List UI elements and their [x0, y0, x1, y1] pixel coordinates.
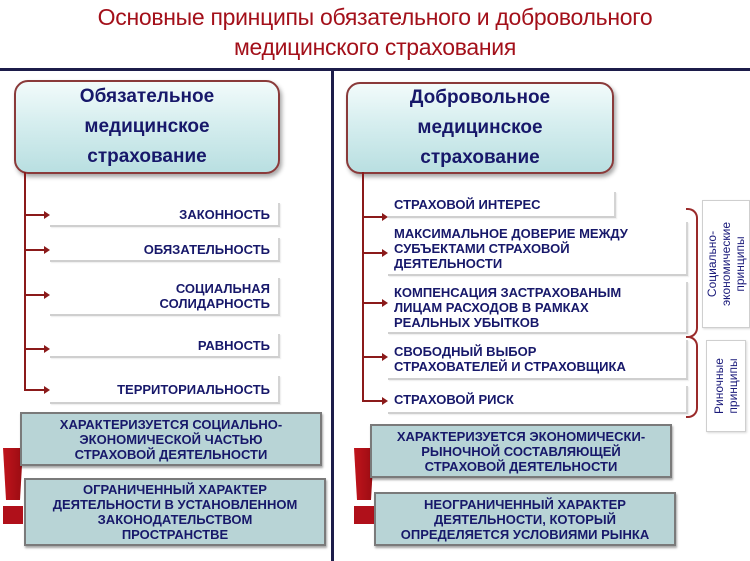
dms-header-label: Добровольное медицинское страхование [409, 87, 551, 168]
oms-principle-label: ОБЯЗАТЕЛЬНОСТЬ [143, 241, 270, 257]
oms-arrow-1 [24, 211, 50, 219]
dms-principle-item: СТРАХОВОЙ РИСК [388, 386, 688, 414]
market-group-label: Риночные принципы [706, 340, 746, 432]
oms-connector-trunk [24, 172, 26, 390]
dms-connector-trunk [362, 172, 364, 402]
market-brace [686, 336, 698, 418]
oms-principle-label: РАВНОСТЬ [197, 337, 270, 353]
oms-arrow-2 [24, 246, 50, 254]
dms-arrow-3 [362, 299, 388, 307]
oms-note-text: ОГРАНИЧЕННЫЙ ХАРАКТЕР ДЕЯТЕЛЬНОСТИ В УСТ… [52, 482, 298, 542]
vertical-divider [331, 68, 334, 561]
dms-note-2: НЕОГРАНИЧЕННЫЙ ХАРАКТЕР ДЕЯТЕЛЬНОСТИ, КО… [374, 492, 676, 546]
dms-header-box: Добровольное медицинское страхование [346, 82, 614, 174]
dms-principle-label: СТРАХОВОЙ ИНТЕРЕС [394, 196, 541, 212]
dms-arrow-5 [362, 397, 388, 405]
dms-note-text: НЕОГРАНИЧЕННЫЙ ХАРАКТЕР ДЕЯТЕЛЬНОСТИ, КО… [400, 496, 650, 542]
oms-principle-label: СОЦИАЛЬНАЯ СОЛИДАРНОСТЬ [159, 281, 271, 311]
dms-principle-item: КОМПЕНСАЦИЯ ЗАСТРАХОВАНЫМ ЛИЦАМ РАСХОДОВ… [388, 282, 688, 334]
dms-principle-item: СТРАХОВОЙ ИНТЕРЕС [388, 192, 616, 218]
dms-principle-label: МАКСИМАЛЬНОЕ ДОВЕРИЕ МЕЖДУ СУБЪЕКТАМИ СТ… [394, 225, 628, 271]
oms-principle-item: СОЦИАЛЬНАЯ СОЛИДАРНОСТЬ [50, 278, 280, 316]
oms-principle-item: ТЕРРИТОРИАЛЬНОСТЬ [50, 376, 280, 404]
oms-note-text: ХАРАКТЕРИЗУЕТСЯ СОЦИАЛЬНО- ЭКОНОМИЧЕСКОЙ… [59, 416, 283, 462]
oms-arrow-5 [24, 386, 50, 394]
dms-principle-label: КОМПЕНСАЦИЯ ЗАСТРАХОВАНЫМ ЛИЦАМ РАСХОДОВ… [394, 284, 622, 330]
oms-principle-label: ЗАКОННОСТЬ [179, 206, 270, 222]
dms-arrow-1 [362, 213, 388, 221]
oms-note-2: ОГРАНИЧЕННЫЙ ХАРАКТЕР ДЕЯТЕЛЬНОСТИ В УСТ… [24, 478, 326, 546]
dms-note-1: ХАРАКТЕРИЗУЕТСЯ ЭКОНОМИЧЕСКИ- РЫНОЧНОЙ С… [370, 424, 672, 478]
dms-arrow-4 [362, 353, 388, 361]
dms-principle-item: МАКСИМАЛЬНОЕ ДОВЕРИЕ МЕЖДУ СУБЪЕКТАМИ СТ… [388, 222, 688, 276]
oms-arrow-4 [24, 345, 50, 353]
dms-principle-label: СТРАХОВОЙ РИСК [394, 391, 514, 407]
title-line-2: медицинского страхования [234, 34, 516, 60]
oms-arrow-3 [24, 291, 50, 299]
dms-principle-item: СВОБОДНЫЙ ВЫБОР СТРАХОВАТЕЛЕЙ И СТРАХОВЩ… [388, 340, 688, 380]
dms-arrow-2 [362, 249, 388, 257]
page-title: Основные принципы обязательного и добров… [0, 2, 750, 62]
oms-header-box: Обязательное медицинское страхование [14, 80, 280, 174]
socio-economic-group-label: Социально- экономические принципы [702, 200, 750, 328]
exclamation-icon [3, 448, 23, 524]
title-line-1: Основные принципы обязательного и добров… [97, 4, 653, 30]
dms-note-text: ХАРАКТЕРИЗУЕТСЯ ЭКОНОМИЧЕСКИ- РЫНОЧНОЙ С… [396, 428, 646, 474]
socio-economic-brace [686, 208, 698, 338]
oms-principle-label: ТЕРРИТОРИАЛЬНОСТЬ [117, 381, 270, 397]
dms-principle-label: СВОБОДНЫЙ ВЫБОР СТРАХОВАТЕЛЕЙ И СТРАХОВЩ… [394, 344, 626, 374]
oms-principle-item: ОБЯЗАТЕЛЬНОСТЬ [50, 238, 280, 262]
oms-principle-item: РАВНОСТЬ [50, 334, 280, 358]
oms-note-1: ХАРАКТЕРИЗУЕТСЯ СОЦИАЛЬНО- ЭКОНОМИЧЕСКОЙ… [20, 412, 322, 466]
oms-principle-item: ЗАКОННОСТЬ [50, 203, 280, 227]
oms-header-label: Обязательное медицинское страхование [79, 86, 215, 167]
exclamation-icon [354, 448, 374, 524]
horizontal-divider [0, 68, 750, 71]
